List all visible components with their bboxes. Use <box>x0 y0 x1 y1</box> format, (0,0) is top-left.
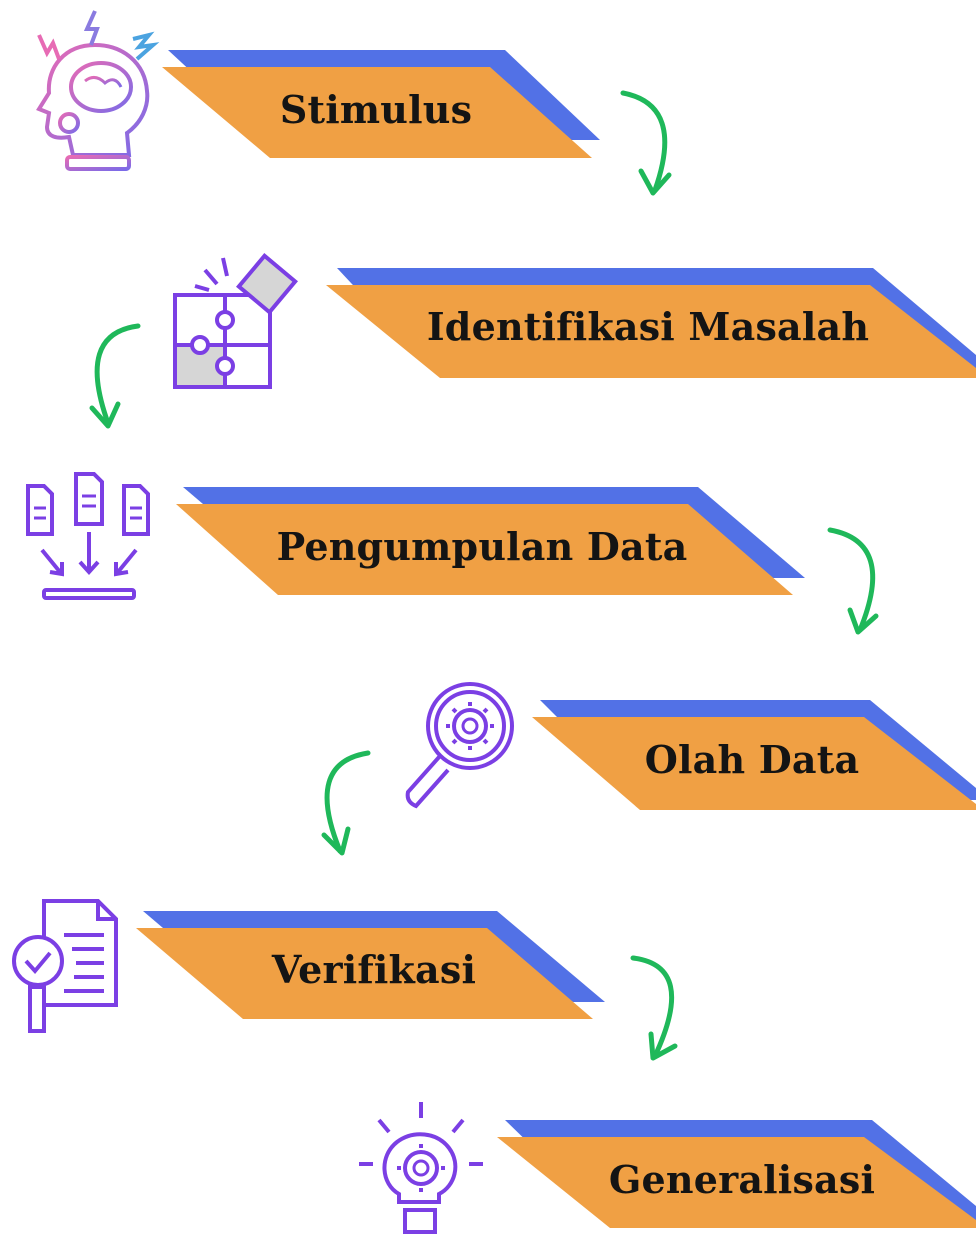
curved-arrow-icon <box>827 527 879 635</box>
document-check-icon <box>12 899 118 1033</box>
brain-head-icon <box>36 10 160 171</box>
step-label-identifikasi-masalah: Identifikasi Masalah <box>426 304 870 349</box>
curved-arrow-icon <box>321 750 371 856</box>
magnifier-gear-icon <box>405 682 514 809</box>
curved-arrow-icon <box>620 90 672 196</box>
curved-arrow-icon <box>89 323 141 429</box>
lightbulb-gear-icon <box>359 1102 483 1234</box>
curved-arrow-icon <box>630 955 678 1061</box>
step-label-verifikasi: Verifikasi <box>271 947 477 992</box>
documents-collect-icon <box>26 472 150 600</box>
step-label-olah-data: Olah Data <box>644 737 860 782</box>
step-label-pengumpulan-data: Pengumpulan Data <box>276 524 688 569</box>
puzzle-icon <box>173 253 298 389</box>
step-label-generalisasi: Generalisasi <box>608 1157 876 1202</box>
step-label-stimulus: Stimulus <box>279 87 473 132</box>
